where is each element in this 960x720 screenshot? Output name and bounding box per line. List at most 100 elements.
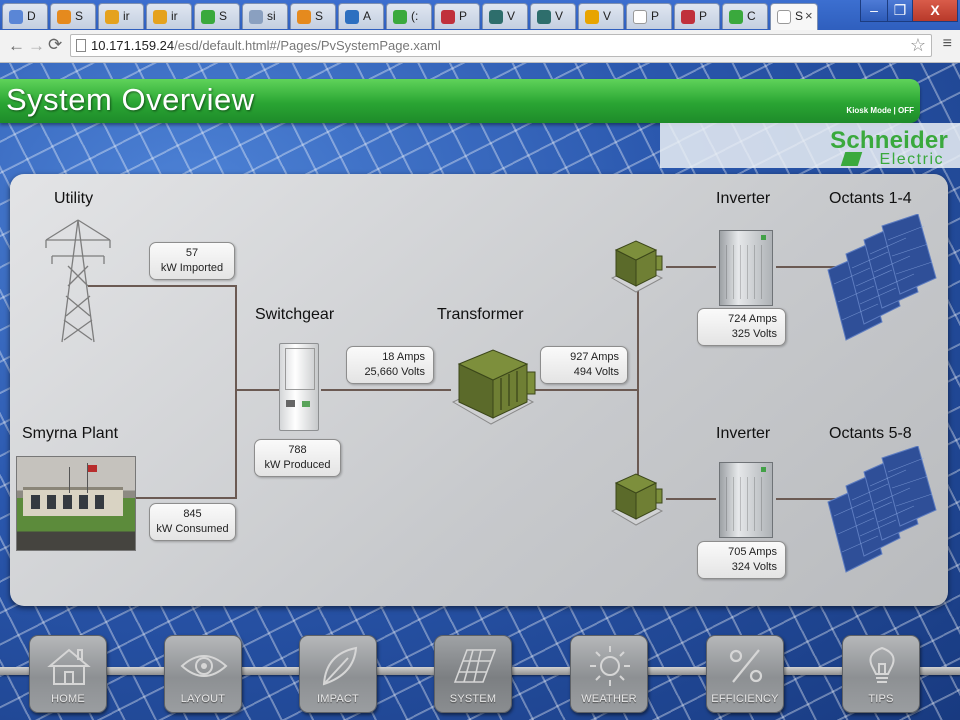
inverter-bottom-output-readout: 705 Amps 324 Volts [697, 541, 786, 579]
tab-close-icon[interactable]: × [805, 8, 813, 23]
page-icon [76, 39, 86, 52]
browser-tab[interactable]: D [2, 3, 48, 29]
transformer-label: Transformer [437, 306, 524, 323]
brand-name: Schneider [830, 127, 948, 154]
nav-weather-button[interactable]: WEATHER [570, 635, 648, 713]
tab-favicon-icon [393, 10, 407, 24]
switchgear-cabinet-icon [279, 343, 319, 431]
browser-tab[interactable]: V [578, 3, 624, 29]
kiosk-mode-toggle[interactable]: Kiosk Mode | OFF [846, 106, 914, 115]
wire [776, 266, 836, 268]
page-title: System Overview [6, 82, 255, 117]
wire [88, 285, 236, 287]
browser-tab[interactable]: C [722, 3, 768, 29]
bookmark-star-icon[interactable]: ☆ [909, 35, 926, 55]
kw-produced-readout: 788 kW Produced [254, 439, 341, 477]
tab-favicon-icon [681, 10, 695, 24]
step-up-transformer-top-icon [610, 240, 664, 293]
octants-bottom-label: Octants 5-8 [829, 425, 912, 442]
tab-favicon-icon [297, 10, 311, 24]
nav-home-button[interactable]: HOME [29, 635, 107, 713]
leaf-icon [322, 646, 358, 686]
tab-favicon-icon [201, 10, 215, 24]
eye-icon [180, 655, 228, 677]
solar-panel-icon [453, 649, 497, 683]
tab-favicon-icon [633, 10, 647, 24]
inverter-top-output-readout: 724 Amps 325 Volts [697, 308, 786, 346]
sun-icon [590, 646, 630, 686]
tab-favicon-icon [345, 10, 359, 24]
wire [321, 389, 451, 391]
url-text: 10.171.159.24/esd/default.html#/Pages/Pv… [91, 38, 441, 53]
wire [637, 270, 639, 488]
tab-favicon-icon [729, 10, 743, 24]
kw-consumed-readout: 845 kW Consumed [149, 503, 236, 541]
tab-favicon-icon [9, 10, 23, 24]
browser-tab[interactable]: S [50, 3, 96, 29]
browser-tab[interactable]: ir [98, 3, 144, 29]
wire [235, 389, 281, 391]
browser-tab[interactable]: P [434, 3, 480, 29]
tab-favicon-icon [105, 10, 119, 24]
browser-tab[interactable]: S [290, 3, 336, 29]
back-arrow-icon[interactable]: ← [8, 36, 25, 55]
tab-favicon-icon [153, 10, 167, 24]
close-window-button[interactable]: X [912, 0, 958, 22]
browser-tab[interactable]: si [242, 3, 288, 29]
step-up-transformer-bottom-icon [610, 473, 664, 526]
tab-favicon-icon [249, 10, 263, 24]
forward-arrow-icon[interactable]: → [28, 36, 45, 55]
browser-tab[interactable]: A [338, 3, 384, 29]
inverter-bottom-cabinet-icon [719, 462, 773, 538]
switchgear-output-readout: 18 Amps 25,660 Volts [346, 346, 434, 384]
wire [533, 389, 639, 391]
browser-tab[interactable]: V [482, 3, 528, 29]
tab-favicon-icon [537, 10, 551, 24]
inverter-top-cabinet-icon [719, 230, 773, 306]
address-bar: ← → ⟳ 10.171.159.24/esd/default.html#/Pa… [0, 30, 960, 63]
plant-label: Smyrna Plant [22, 425, 119, 442]
inverter-bottom-label: Inverter [716, 425, 771, 442]
wire [235, 285, 237, 499]
browser-tab[interactable]: ir [146, 3, 192, 29]
percent-icon [729, 649, 763, 683]
nav-layout-button[interactable]: LAYOUT [164, 635, 242, 713]
restore-button[interactable]: ❐ [887, 0, 913, 22]
home-icon [47, 648, 91, 685]
url-input[interactable]: 10.171.159.24/esd/default.html#/Pages/Pv… [70, 34, 932, 57]
brand-logo: Schneider Electric [660, 123, 960, 168]
switchgear-label: Switchgear [255, 306, 335, 323]
brand-mark-icon [840, 152, 863, 166]
inverter-top-label: Inverter [716, 190, 771, 207]
browser-tab-strip: D S ir ir S si S A (: P V V V P P C S × … [0, 0, 960, 30]
menu-icon[interactable]: ≡ [942, 35, 952, 52]
utility-label: Utility [54, 190, 94, 207]
tab-favicon-icon [489, 10, 503, 24]
wire [666, 266, 716, 268]
nav-tips-button[interactable]: TIPS [842, 635, 920, 713]
wire [136, 497, 237, 499]
nav-impact-button[interactable]: IMPACT [299, 635, 377, 713]
wire [776, 498, 836, 500]
nav-efficiency-button[interactable]: EFFICIENCY [706, 635, 784, 713]
solar-array-octants-1-4-icon [827, 214, 937, 341]
kw-imported-readout: 57 kW Imported [149, 242, 235, 280]
app-page: System Overview Kiosk Mode | OFF Schneid… [0, 63, 960, 720]
octants-top-label: Octants 1-4 [829, 190, 912, 207]
browser-tab[interactable]: P [674, 3, 720, 29]
lightbulb-icon [869, 646, 895, 683]
browser-tab[interactable]: S [194, 3, 240, 29]
minimize-button[interactable]: – [860, 0, 888, 22]
transformer-icon [451, 349, 536, 425]
reload-icon[interactable]: ⟳ [48, 35, 63, 54]
browser-tab[interactable]: V [530, 3, 576, 29]
browser-tab[interactable]: (: [386, 3, 432, 29]
nav-system-button[interactable]: SYSTEM [434, 635, 512, 713]
solar-array-octants-5-8-icon [827, 446, 937, 573]
header-band: System Overview Kiosk Mode | OFF [0, 79, 920, 123]
browser-tab[interactable]: P [626, 3, 672, 29]
tab-favicon-icon [57, 10, 71, 24]
brand-sub: Electric [879, 151, 944, 168]
wire [666, 498, 716, 500]
browser-tab-active[interactable]: S × [770, 3, 818, 30]
